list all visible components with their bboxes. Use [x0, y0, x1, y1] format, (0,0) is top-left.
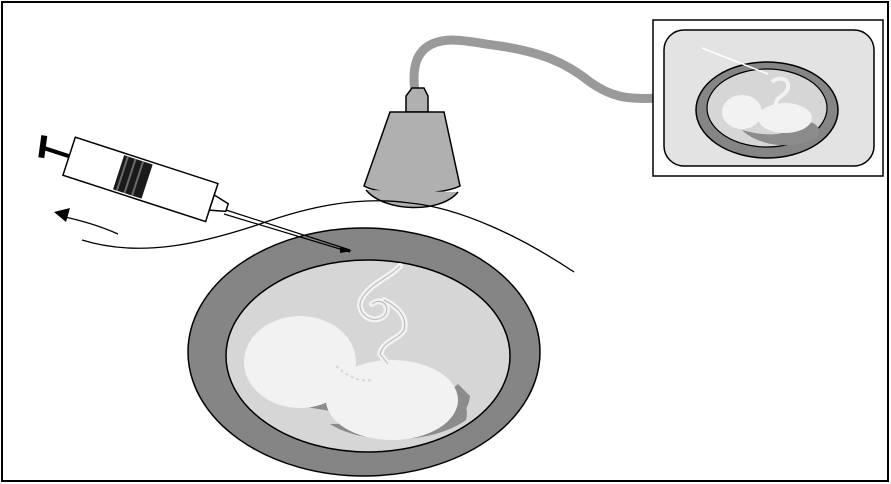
syringe-icon — [38, 135, 230, 223]
ultrasound-monitor-icon — [652, 19, 884, 177]
fetus-limb-hint — [335, 365, 373, 382]
fetus-body — [326, 360, 458, 440]
fetus-head — [244, 316, 356, 408]
needle — [223, 209, 352, 253]
probe-neck — [405, 87, 429, 113]
monitor-needle-line — [701, 47, 769, 75]
probe-tip — [365, 189, 459, 209]
monitor-fetus-body — [758, 103, 812, 133]
fetus-icon — [244, 263, 470, 440]
ultrasound-probe-icon — [363, 87, 461, 209]
abdominal-skin-line — [81, 200, 575, 273]
syringe-plunger-seal — [113, 155, 153, 199]
monitor-fetus-head — [722, 95, 762, 129]
syringe-hub — [208, 193, 230, 213]
probe-cable — [409, 35, 663, 103]
monitor-umbilical-cord — [770, 76, 791, 112]
arrow-left-icon — [54, 208, 119, 235]
umbilical-cord-outline — [359, 265, 406, 365]
uterus-icon — [187, 227, 541, 477]
